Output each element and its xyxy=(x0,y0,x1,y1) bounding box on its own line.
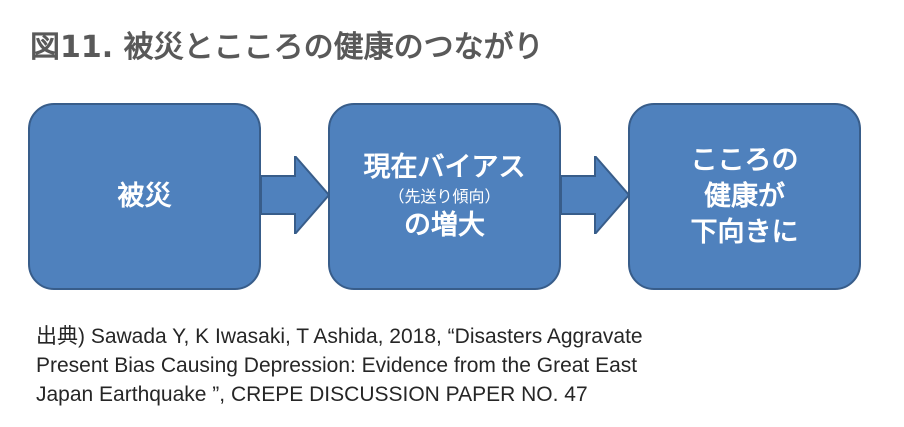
box-disaster-label: 被災 xyxy=(117,180,172,212)
box-mental-health-line1: こころの xyxy=(690,144,799,176)
box-present-bias: 現在バイアス （先送り傾向） の増大 xyxy=(328,103,561,290)
source-line-3: Japan Earthquake ”, CREPE DISCUSSION PAP… xyxy=(36,383,588,406)
box-present-bias-line1: 現在バイアス xyxy=(363,151,526,183)
figure-title: 図11. 被災とこころの健康のつながり xyxy=(30,30,544,65)
box-present-bias-sub: （先送り傾向） xyxy=(388,186,501,206)
box-disaster: 被災 xyxy=(28,103,261,290)
box-mental-health-line3: 下向きに xyxy=(690,216,799,248)
arrow-right-icon xyxy=(561,156,629,234)
arrow-right-icon xyxy=(261,156,329,234)
box-mental-health-line2: 健康が xyxy=(704,180,785,212)
source-citation: 出典) Sawada Y, K Iwasaki, T Ashida, 2018,… xyxy=(36,322,643,409)
box-present-bias-line3: の増大 xyxy=(404,209,485,241)
source-line-2: Present Bias Causing Depression: Evidenc… xyxy=(36,354,638,377)
source-line-1: 出典) Sawada Y, K Iwasaki, T Ashida, 2018,… xyxy=(36,325,643,348)
box-mental-health: こころの 健康が 下向きに xyxy=(628,103,861,290)
